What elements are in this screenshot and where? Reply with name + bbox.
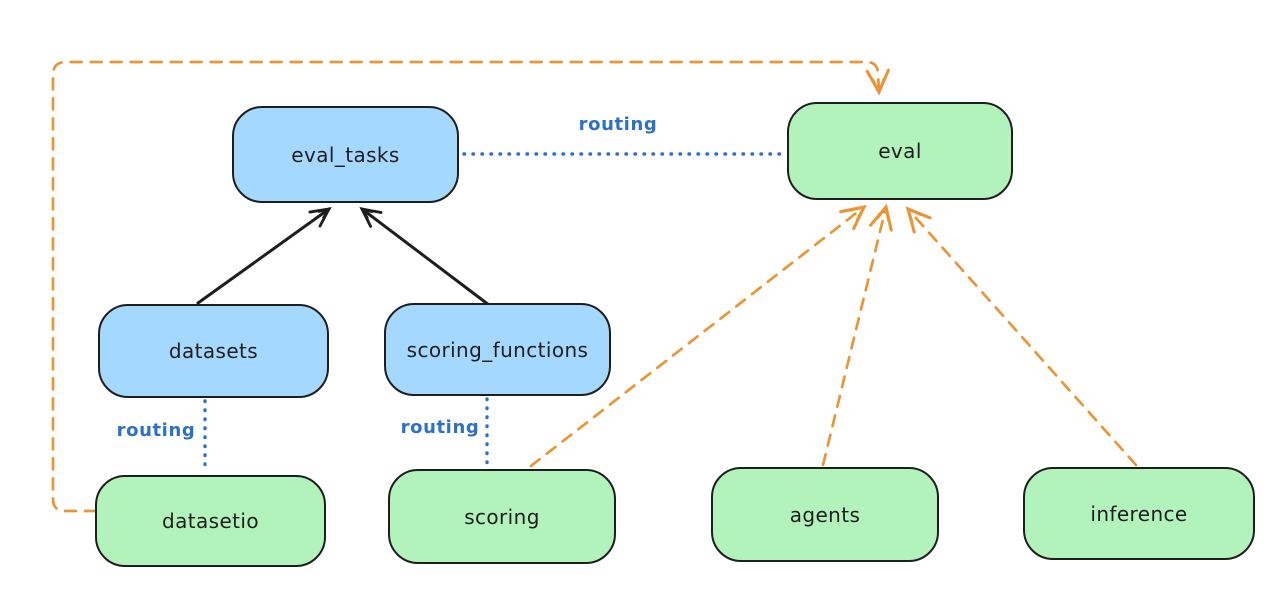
node-scoring-functions-label: scoring_functions — [406, 337, 589, 362]
edge-datasetio-to-eval — [51, 60, 890, 513]
edge-inference-to-eval — [905, 206, 1138, 467]
edge-datasets-to-eval-tasks — [196, 207, 332, 305]
node-inference-label: inference — [1090, 501, 1188, 526]
routing-label-eval-tasks-eval: routing — [578, 114, 658, 135]
node-datasetio: datasetio — [95, 475, 326, 567]
edge-scoring-functions-to-eval-tasks — [359, 207, 491, 307]
node-datasets: datasets — [98, 304, 329, 398]
node-datasets-label: datasets — [168, 339, 259, 363]
node-agents: agents — [711, 467, 939, 562]
edge-agents-to-eval — [821, 203, 893, 467]
routing-label-scoring-functions-scoring: routing — [400, 417, 480, 438]
node-eval-label: eval — [878, 139, 922, 163]
node-eval: eval — [787, 102, 1013, 200]
node-inference: inference — [1023, 467, 1255, 560]
node-eval-tasks-label: eval_tasks — [291, 142, 400, 167]
routing-label-datasets-datasetio: routing — [116, 420, 196, 441]
node-scoring-label: scoring — [464, 504, 540, 529]
node-scoring-functions: scoring_functions — [384, 303, 611, 396]
node-eval-tasks: eval_tasks — [232, 106, 459, 203]
edge-scoring-to-eval — [529, 204, 867, 468]
node-agents-label: agents — [789, 502, 861, 527]
node-scoring: scoring — [388, 469, 616, 564]
node-datasetio-label: datasetio — [161, 509, 259, 533]
